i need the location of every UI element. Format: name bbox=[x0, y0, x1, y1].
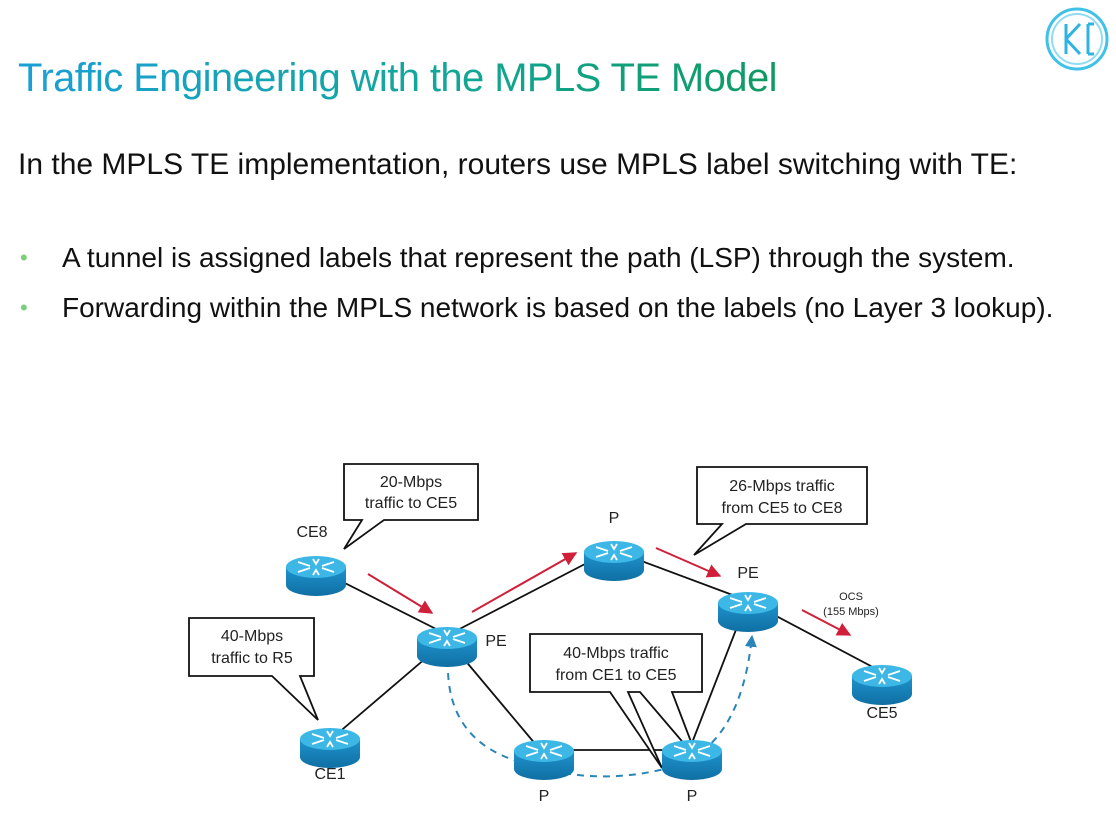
node-label-ce1: CE1 bbox=[314, 766, 345, 783]
callout-text: 26-Mbps traffic bbox=[729, 478, 835, 495]
bullet-text: A tunnel is assigned labels that represe… bbox=[62, 242, 1015, 273]
mpls-te-diagram: 20-Mbps traffic to CE5 40-Mbps traffic t… bbox=[188, 463, 912, 805]
node-label-p-bottom-right: P bbox=[687, 788, 698, 805]
flow-arrow bbox=[801, 609, 852, 636]
bullet-dot-icon: • bbox=[20, 295, 28, 320]
router-p-top-icon bbox=[584, 541, 644, 581]
bullet-list: • A tunnel is assigned labels that repres… bbox=[18, 240, 1098, 340]
callout-text: traffic to R5 bbox=[211, 650, 293, 667]
bullet-item: • A tunnel is assigned labels that repres… bbox=[18, 240, 1098, 276]
link-label-ocs-speed: (155 Mbps) bbox=[823, 606, 879, 618]
bullet-text: Forwarding within the MPLS network is ba… bbox=[62, 292, 1054, 323]
node-label-p-top: P bbox=[609, 510, 620, 527]
page-title: Traffic Engineering with the MPLS TE Mod… bbox=[18, 56, 777, 100]
router-ce1-icon bbox=[300, 728, 360, 768]
routers bbox=[286, 541, 912, 780]
te-tunnel-path bbox=[446, 634, 757, 778]
callout-40mbps-ce5: 40-Mbps traffic from CE1 to CE5 bbox=[529, 633, 703, 769]
flow-arrow bbox=[471, 552, 578, 613]
router-ce5-icon bbox=[852, 665, 912, 705]
callout-40mbps-r5: 40-Mbps traffic to R5 bbox=[188, 617, 319, 721]
callout-20mbps: 20-Mbps traffic to CE5 bbox=[343, 463, 479, 550]
node-label-p-bottom-left: P bbox=[539, 788, 550, 805]
router-p-bottom-left-icon bbox=[514, 740, 574, 780]
router-p-bottom-right-icon bbox=[662, 740, 722, 780]
callout-text: 40-Mbps bbox=[221, 628, 283, 645]
router-ce8-icon bbox=[286, 556, 346, 596]
flow-arrow bbox=[367, 573, 434, 614]
node-label-pe-right: PE bbox=[737, 565, 758, 582]
router-pe-right-icon bbox=[718, 592, 778, 632]
callout-26mbps: 26-Mbps traffic from CE5 to CE8 bbox=[693, 466, 868, 556]
callout-text: 40-Mbps traffic bbox=[563, 645, 669, 662]
flow-arrow bbox=[655, 547, 722, 578]
callout-text: from CE5 to CE8 bbox=[722, 500, 843, 517]
callout-text: from CE1 to CE5 bbox=[556, 667, 677, 684]
flow-arrows bbox=[367, 547, 852, 636]
logo-icon bbox=[1045, 7, 1109, 71]
bullet-item: • Forwarding within the MPLS network is b… bbox=[18, 290, 1098, 326]
intro-text: In the MPLS TE implementation, routers u… bbox=[18, 148, 1018, 181]
node-label-ce5: CE5 bbox=[866, 705, 897, 722]
node-label-ce8: CE8 bbox=[296, 524, 327, 541]
bullet-dot-icon: • bbox=[20, 245, 28, 270]
callout-text: traffic to CE5 bbox=[365, 495, 457, 512]
link-label-ocs: OCS bbox=[839, 591, 863, 603]
callout-text: 20-Mbps bbox=[380, 474, 442, 491]
node-label-pe-left: PE bbox=[485, 633, 506, 650]
router-pe-left-icon bbox=[417, 627, 477, 667]
